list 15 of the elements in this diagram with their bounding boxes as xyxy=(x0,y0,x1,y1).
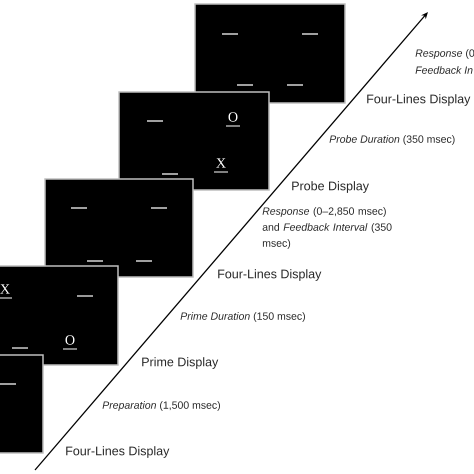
display-label: Four-Lines Display xyxy=(66,446,170,458)
display-label: Four-Lines Display xyxy=(218,269,322,281)
display-label: Prime Display xyxy=(142,357,218,369)
stimulus-letter: X xyxy=(214,158,228,172)
stimulus-letter: O xyxy=(226,112,240,126)
stimulus-letter: X xyxy=(0,284,12,298)
duration-label: Response (0 xyxy=(416,49,474,59)
duration-label: Response (0–2,850 msec) and Feedback Interval (350 msec) xyxy=(262,207,392,249)
stimulus-letter: O xyxy=(62,335,78,350)
duration-label: Feedback In xyxy=(416,66,472,74)
display-label: Probe Display xyxy=(292,181,369,193)
duration-label: Prime Duration (150 msec) xyxy=(180,312,305,322)
display-label: Four-Lines Display xyxy=(367,94,470,106)
duration-label: Preparation (1,500 msec) xyxy=(102,401,220,411)
duration-label: Probe Duration (350 msec) xyxy=(330,135,455,145)
